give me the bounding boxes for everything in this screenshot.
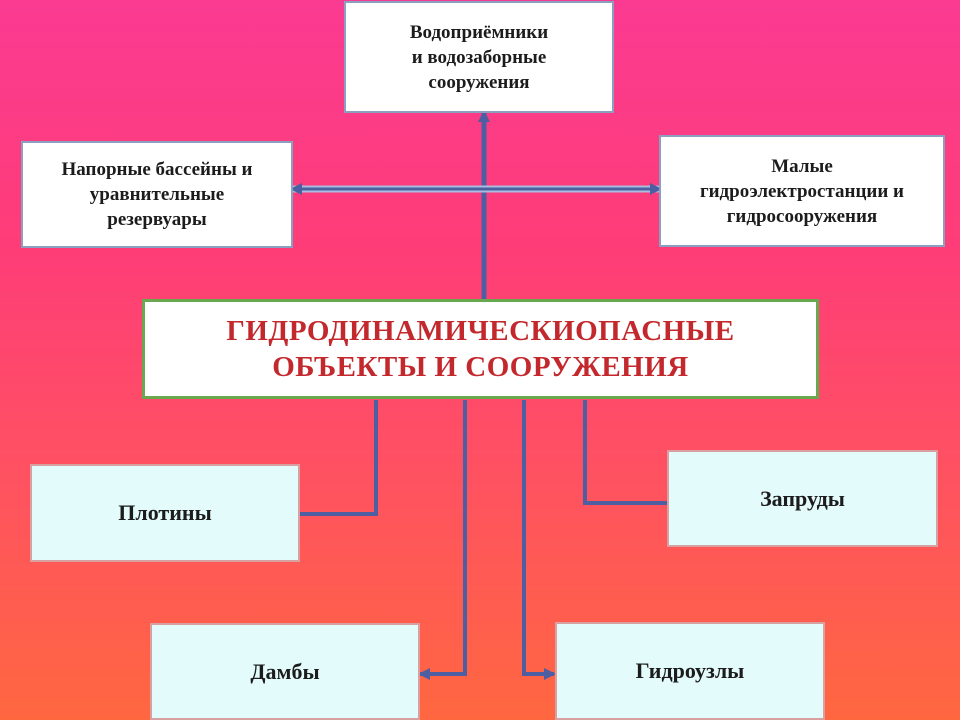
node-damby: Дамбы: [150, 623, 420, 720]
node-vodopriemniki: Водоприёмники и водозаборные сооружения: [344, 1, 614, 113]
center-title-label: ГИДРОДИНАМИЧЕСКИОПАСНЫЕ ОБЪЕКТЫ И СООРУЖ…: [226, 315, 735, 383]
connector-gidrouzly: [522, 400, 554, 676]
node-zaprudy-label: Запруды: [760, 485, 845, 511]
arrow-damby-head: [418, 668, 430, 680]
connector-zaprudy: [583, 400, 667, 505]
node-malye-ges: Малые гидроэлектростанции и гидросооруже…: [659, 135, 945, 247]
arrow-right-head: [650, 183, 662, 195]
node-zaprudy: Запруды: [667, 450, 938, 547]
node-center-title: ГИДРОДИНАМИЧЕСКИОПАСНЫЕ ОБЪЕКТЫ И СООРУЖ…: [142, 299, 819, 399]
connector-plotiny: [300, 400, 378, 516]
node-napornye-basseyny-label: Напорные бассейны и уравнительные резерв…: [61, 159, 253, 230]
node-damby-label: Дамбы: [250, 658, 320, 684]
arrow-gidrouzly-head: [544, 668, 556, 680]
node-napornye-basseyny: Напорные бассейны и уравнительные резерв…: [21, 141, 293, 248]
node-gidrouzly-label: Гидроузлы: [635, 658, 745, 683]
node-plotiny: Плотины: [30, 464, 300, 562]
node-plotiny-label: Плотины: [118, 500, 212, 525]
arrow-left-head: [290, 183, 302, 195]
node-gidrouzly: Гидроузлы: [555, 622, 825, 720]
node-vodopriemniki-label: Водоприёмники и водозаборные сооружения: [409, 21, 549, 93]
node-malye-ges-label: Малые гидроэлектростанции и гидросооруже…: [699, 155, 904, 227]
connector-damby: [420, 400, 467, 676]
arrow-top-head: [478, 110, 490, 122]
